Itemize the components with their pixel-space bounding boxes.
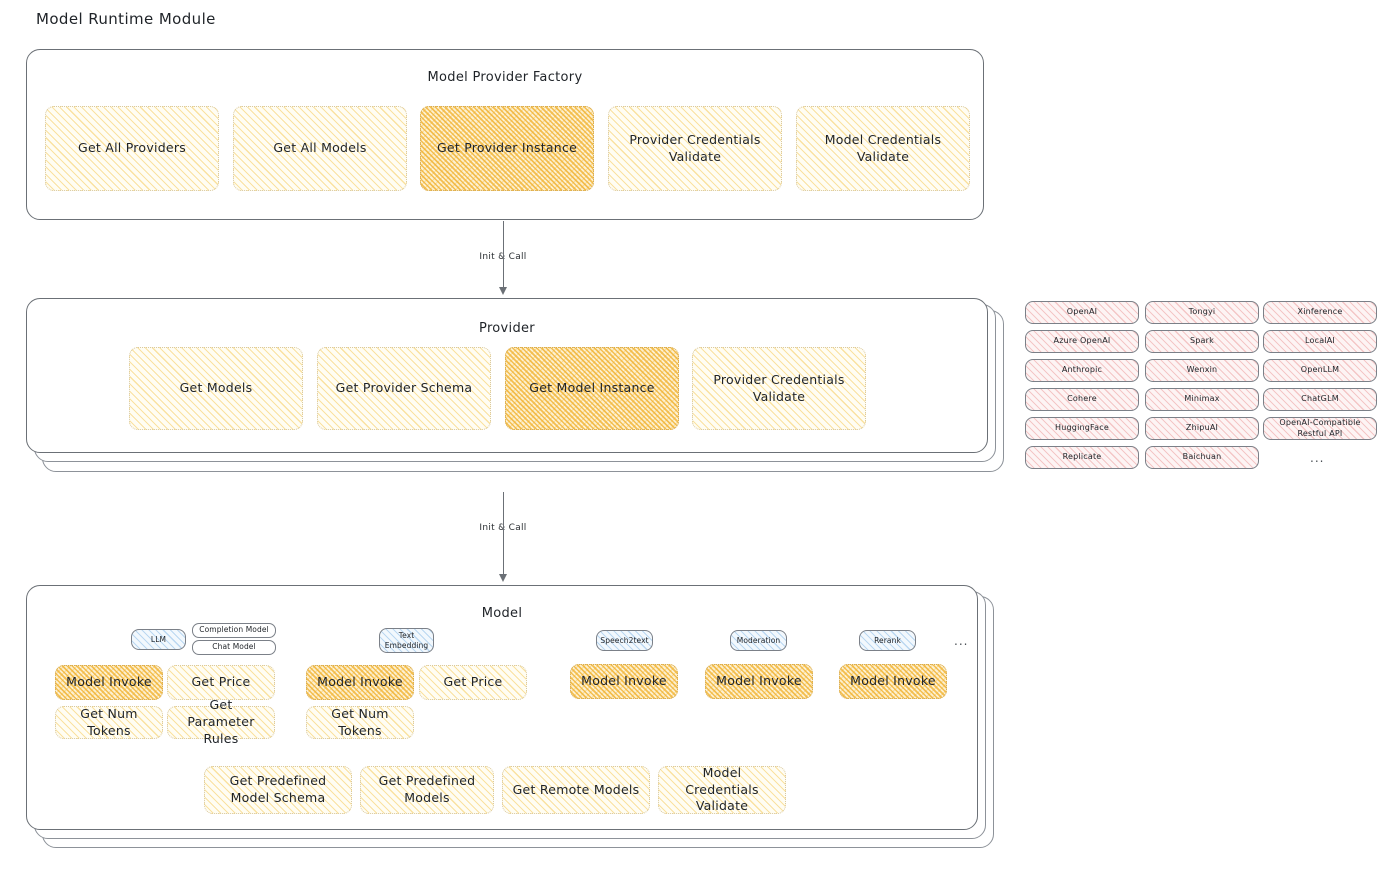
provider-method-get-provider-schema[interactable]: Get Provider Schema bbox=[317, 347, 491, 430]
provider-chip-wenxin[interactable]: Wenxin bbox=[1145, 359, 1259, 382]
model-container: Model LLM Completion Model Chat Model Mo… bbox=[26, 585, 978, 830]
arrow-provider-to-model bbox=[498, 492, 507, 582]
model-type-badge-rerank[interactable]: Rerank bbox=[859, 630, 916, 651]
provider-container: Provider Get Models Get Provider Schema … bbox=[26, 298, 988, 453]
provider-method-get-models[interactable]: Get Models bbox=[129, 347, 303, 430]
factory-method-provider-credentials-validate[interactable]: Provider Credentials Validate bbox=[608, 106, 782, 191]
factory-method-get-provider-instance[interactable]: Get Provider Instance bbox=[420, 106, 594, 191]
model-type-badge-llm[interactable]: LLM bbox=[131, 629, 186, 650]
provider-method-get-model-instance[interactable]: Get Model Instance bbox=[505, 347, 679, 430]
model-llm-method-model-invoke[interactable]: Model Invoke bbox=[55, 665, 163, 700]
model-title: Model bbox=[481, 606, 523, 621]
model-sub-badge-chat-model[interactable]: Chat Model bbox=[192, 640, 276, 655]
page-title: Model Runtime Module bbox=[36, 10, 216, 28]
provider-chip-spark[interactable]: Spark bbox=[1145, 330, 1259, 353]
model-text-embedding-method-model-invoke[interactable]: Model Invoke bbox=[306, 665, 414, 700]
model-moderation-method-model-invoke[interactable]: Model Invoke bbox=[705, 664, 813, 699]
model-llm-method-get-num-tokens[interactable]: Get Num Tokens bbox=[55, 706, 163, 739]
model-common-method-model-credentials-validate[interactable]: Model Credentials Validate bbox=[658, 765, 786, 814]
provider-chip-tongyi[interactable]: Tongyi bbox=[1145, 301, 1259, 324]
model-common-method-get-predefined-models[interactable]: Get Predefined Models bbox=[360, 766, 494, 814]
model-rerank-method-model-invoke[interactable]: Model Invoke bbox=[839, 664, 947, 699]
model-type-badge-text-embedding[interactable]: Text Embedding bbox=[379, 628, 434, 653]
model-types-more: ... bbox=[954, 634, 969, 648]
provider-chip-openai[interactable]: OpenAI bbox=[1025, 301, 1139, 324]
factory-method-model-credentials-validate[interactable]: Model Credentials Validate bbox=[796, 106, 970, 191]
provider-chip-replicate[interactable]: Replicate bbox=[1025, 446, 1139, 469]
model-speech2text-method-model-invoke[interactable]: Model Invoke bbox=[570, 664, 678, 699]
provider-chip-chatglm[interactable]: ChatGLM bbox=[1263, 388, 1377, 411]
provider-chip-anthropic[interactable]: Anthropic bbox=[1025, 359, 1139, 382]
model-text-embedding-method-get-num-tokens[interactable]: Get Num Tokens bbox=[306, 706, 414, 739]
provider-method-provider-credentials-validate[interactable]: Provider Credentials Validate bbox=[692, 347, 866, 430]
provider-chip-localai[interactable]: LocalAI bbox=[1263, 330, 1377, 353]
model-common-method-get-predefined-model-schema[interactable]: Get Predefined Model Schema bbox=[204, 766, 352, 814]
provider-chip-minimax[interactable]: Minimax bbox=[1145, 388, 1259, 411]
model-type-badge-moderation[interactable]: Moderation bbox=[730, 630, 787, 651]
factory-title: Model Provider Factory bbox=[427, 70, 583, 85]
model-llm-method-get-parameter-rules[interactable]: Get Parameter Rules bbox=[167, 697, 275, 746]
model-sub-badge-completion-model[interactable]: Completion Model bbox=[192, 623, 276, 638]
provider-chip-azure-openai[interactable]: Azure OpenAI bbox=[1025, 330, 1139, 353]
model-provider-factory-container: Model Provider Factory Get All Providers… bbox=[26, 49, 984, 220]
provider-chip-huggingface[interactable]: HuggingFace bbox=[1025, 417, 1139, 440]
provider-chip-zhipuai[interactable]: ZhipuAI bbox=[1145, 417, 1259, 440]
provider-chip-openllm[interactable]: OpenLLM bbox=[1263, 359, 1377, 382]
provider-chip-cohere[interactable]: Cohere bbox=[1025, 388, 1139, 411]
factory-method-get-all-providers[interactable]: Get All Providers bbox=[45, 106, 219, 191]
model-llm-method-get-price[interactable]: Get Price bbox=[167, 665, 275, 700]
provider-list-more: ... bbox=[1310, 451, 1325, 465]
provider-title: Provider bbox=[479, 321, 535, 336]
arrow-factory-to-provider bbox=[498, 221, 507, 295]
provider-chip-openai-compatible-restful-api[interactable]: OpenAI-Compatible Restful API bbox=[1263, 417, 1377, 440]
provider-chip-xinference[interactable]: Xinference bbox=[1263, 301, 1377, 324]
model-type-badge-speech2text[interactable]: Speech2text bbox=[596, 630, 653, 651]
model-text-embedding-method-get-price[interactable]: Get Price bbox=[419, 665, 527, 700]
provider-chip-baichuan[interactable]: Baichuan bbox=[1145, 446, 1259, 469]
factory-method-get-all-models[interactable]: Get All Models bbox=[233, 106, 407, 191]
model-common-method-get-remote-models[interactable]: Get Remote Models bbox=[502, 766, 650, 814]
